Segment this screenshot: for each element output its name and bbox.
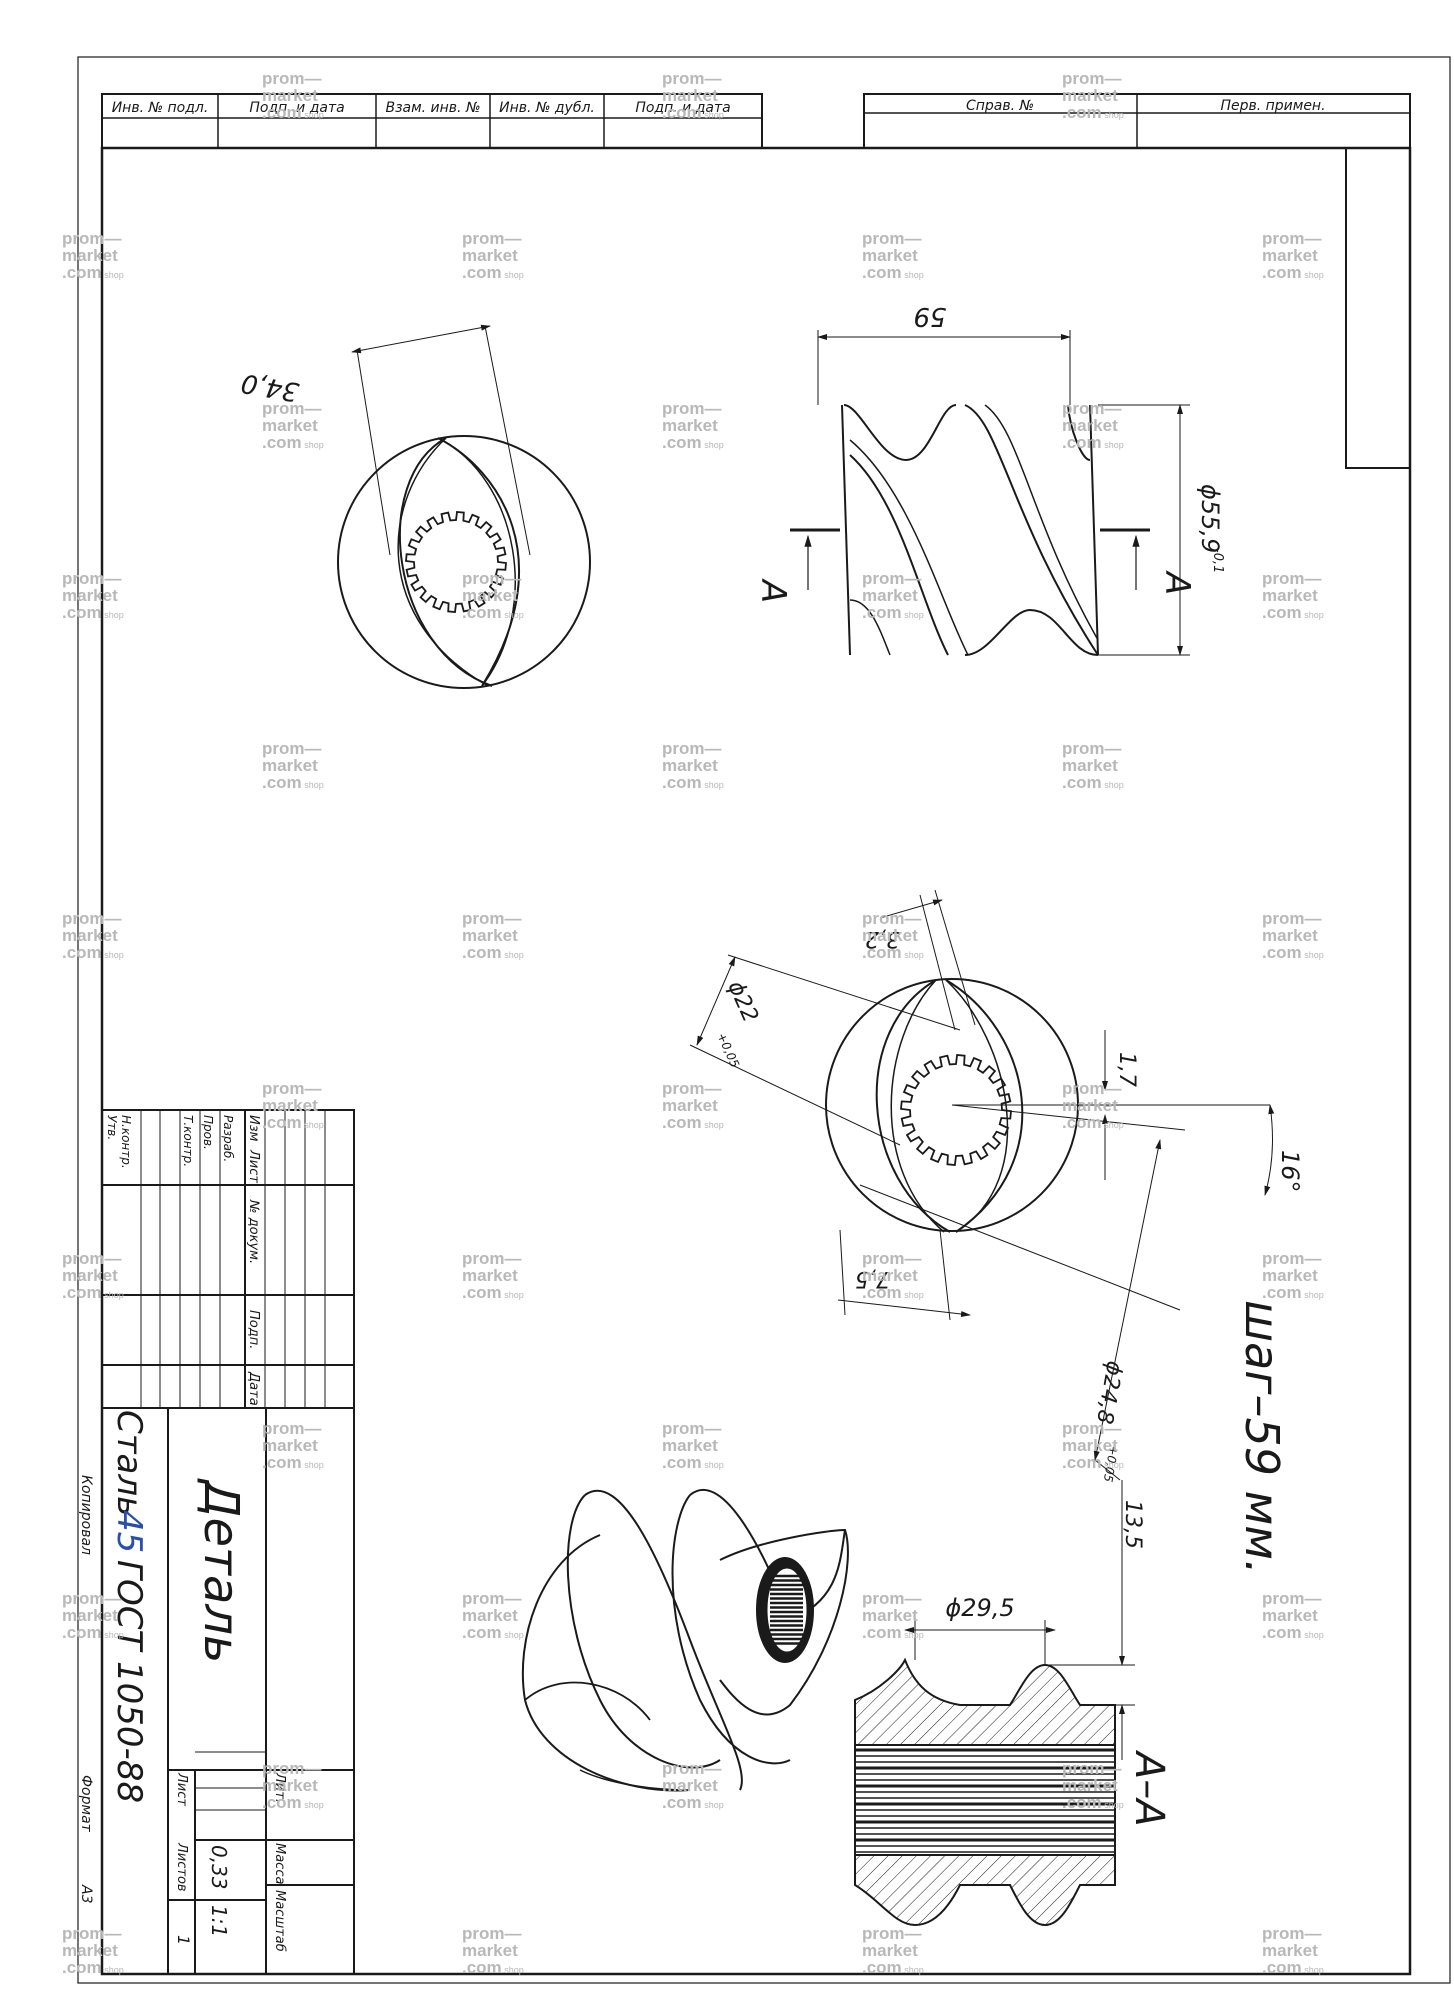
title-material-grade: 45 bbox=[109, 1510, 149, 1553]
isometric-bore bbox=[756, 1557, 814, 1663]
dim-24-8-tol: +0,05 bbox=[1101, 1444, 1121, 1483]
value-mass: 0,33 bbox=[207, 1845, 231, 1890]
dim-13-5: 13,5 bbox=[1120, 1500, 1145, 1549]
stamp-cell-inv-podl: Инв. № подл. bbox=[112, 100, 209, 116]
top-stamp-left bbox=[101, 93, 763, 149]
corner-box bbox=[1345, 148, 1410, 469]
format-label: Формат bbox=[78, 1775, 94, 1833]
section-mark-right: А bbox=[1157, 570, 1197, 595]
label-massa: Масса bbox=[272, 1843, 287, 1884]
dim-34: 34,0 bbox=[239, 367, 301, 407]
label-listov: Листов bbox=[174, 1842, 189, 1892]
format-value: А3 bbox=[78, 1884, 94, 1903]
role-prov: Пров. bbox=[201, 1115, 215, 1150]
side-view bbox=[790, 330, 1190, 656]
dim-55-9-tol: -0,1 bbox=[1210, 548, 1225, 573]
stamp-cell-vzam-inv: Взам. инв. № bbox=[385, 100, 480, 116]
role-tkontr: Т.контр. bbox=[181, 1115, 195, 1167]
label-list: Лист bbox=[174, 1772, 189, 1806]
end-view-detail bbox=[689, 889, 1275, 1481]
sheet-inner-frame bbox=[100, 146, 1412, 1976]
stamp-cell-perv-primen: Перв. примен. bbox=[1220, 98, 1325, 114]
copied-label: Копировал bbox=[78, 1475, 94, 1555]
section-mark-left: А bbox=[753, 578, 793, 603]
stamp-cell-sprav: Справ. № bbox=[966, 98, 1034, 114]
section-aa bbox=[854, 1480, 1135, 1927]
rev-header-izm: Изм bbox=[246, 1115, 261, 1142]
dim-29-5: ϕ29,5 bbox=[945, 1594, 1014, 1622]
dim-59: 59 bbox=[913, 301, 946, 331]
value-sheets: 1 bbox=[174, 1935, 193, 1945]
sheet-outer-frame bbox=[77, 56, 1451, 1984]
dim-7-5: 7,5 bbox=[855, 1266, 890, 1291]
role-razrab: Разраб. bbox=[221, 1115, 235, 1162]
role-utv: Утв. bbox=[105, 1115, 119, 1140]
dim-55-9: ϕ55,9 bbox=[1196, 484, 1224, 553]
title-part-name: Деталь bbox=[193, 1478, 249, 1663]
section-aa-label: А–А bbox=[1126, 1749, 1172, 1827]
title-material-std: ГОСТ 1050-88 bbox=[109, 1560, 149, 1803]
dim-22-tol: +0,05 bbox=[714, 1031, 742, 1070]
label-masshtab: Масштаб bbox=[272, 1890, 287, 1952]
stamp-cell-podp-data-1: Подп. и дата bbox=[249, 100, 344, 116]
label-lit: Лит. bbox=[272, 1772, 287, 1803]
rev-header-data: Дата bbox=[246, 1371, 261, 1406]
title-block-frame bbox=[101, 1109, 355, 1975]
dim-angle-16: 16° bbox=[1276, 1150, 1304, 1193]
title-material-prefix: Сталь bbox=[109, 1410, 149, 1516]
stamp-cell-podp-data-2: Подп. и дата bbox=[635, 100, 730, 116]
dim-1-7: 1,7 bbox=[1114, 1052, 1139, 1087]
stamp-cell-inv-dubl: Инв. № дубл. bbox=[499, 100, 595, 116]
top-stamp-right bbox=[863, 93, 1411, 149]
rev-header-podp: Подп. bbox=[246, 1310, 261, 1349]
pitch-note: шаг–59 мм. bbox=[1235, 1300, 1289, 1575]
dim-3-2: 3,2 bbox=[865, 926, 900, 951]
rev-header-list: Лист bbox=[246, 1149, 261, 1183]
role-nkontr: Н.контр. bbox=[119, 1115, 133, 1169]
dim-24-8: ϕ24,8 bbox=[1091, 1359, 1127, 1426]
rev-header-docum: № докум. bbox=[246, 1199, 261, 1264]
dim-22: ϕ22 bbox=[723, 977, 763, 1026]
value-scale: 1:1 bbox=[207, 1905, 231, 1937]
end-view-top bbox=[337, 324, 591, 689]
